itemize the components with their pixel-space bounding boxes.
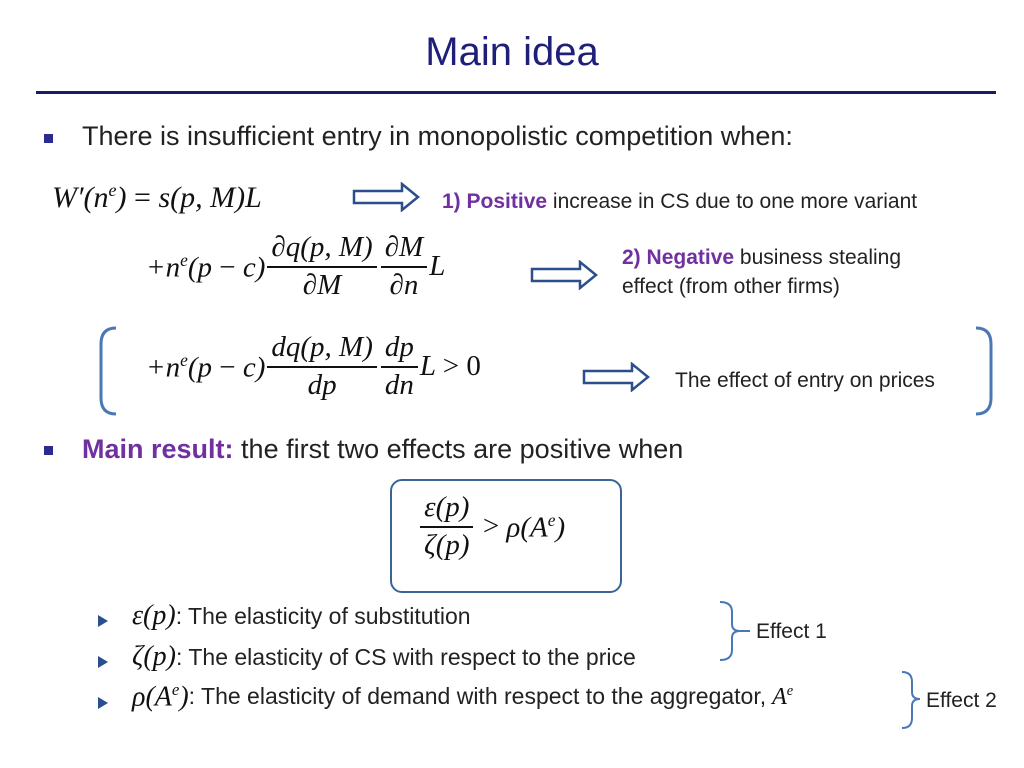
- epsilon-description: : The elasticity of substitution: [175, 602, 471, 629]
- effect1-number: 1): [442, 190, 461, 213]
- main-result-label: Main result:: [82, 434, 234, 464]
- main-result-text: the first two effects are positive when: [241, 434, 684, 464]
- effect1-keyword: Positive: [466, 190, 548, 213]
- triangle-bullet-icon: [98, 615, 108, 627]
- effect3-note: The effect of entry on prices: [675, 369, 935, 392]
- equation-business-stealing: +ne(p − c) ∂q(p, M)∂M ∂M∂n L: [146, 231, 446, 301]
- curly-brace-effect1-icon: [719, 601, 750, 661]
- triangle-bullet-icon: [98, 697, 108, 709]
- slide-title: Main idea: [425, 30, 599, 74]
- curly-brace-effect2-icon: [901, 671, 921, 729]
- effect1-description: increase in CS due to one more variant: [552, 190, 918, 213]
- effect2-number: 2): [622, 246, 641, 269]
- double-arrow-icon: [530, 260, 598, 290]
- effect2-note: 2) Negative business stealing effect (fr…: [622, 243, 901, 302]
- effect2-description-line1: business stealing: [739, 246, 902, 269]
- effect2-keyword: Negative: [646, 246, 735, 269]
- condition-box: [390, 479, 622, 593]
- square-bullet-icon: [44, 134, 53, 143]
- triangle-bullet-icon: [98, 656, 108, 668]
- list-item-zeta: ζ(p) : The elasticity of CS with respect…: [132, 641, 636, 672]
- square-bullet-icon: [44, 446, 53, 455]
- bullet-insufficient-entry: There is insufficient entry in monopolis…: [82, 121, 793, 151]
- list-item-rho: ρ(Ae) : The elasticity of demand with re…: [132, 680, 794, 713]
- effect2-description-line2: effect (from other firms): [622, 275, 840, 299]
- rho-description: : The elasticity of demand with respect …: [188, 683, 767, 710]
- equation-main-condition: ε(p)ζ(p) > ρ(Ae): [418, 491, 565, 562]
- title-divider: [36, 91, 996, 94]
- effect2-group-label: Effect 2: [926, 689, 997, 712]
- left-bracket-icon: [99, 326, 117, 416]
- double-arrow-icon: [352, 182, 420, 212]
- effect1-group-label: Effect 1: [756, 620, 827, 643]
- effect1-note: 1) Positive increase in CS due to one mo…: [442, 187, 917, 216]
- double-arrow-icon: [582, 362, 650, 392]
- equation-welfare-derivative: W′(ne) = s(p, M)L: [52, 180, 262, 214]
- list-item-epsilon: ε(p) : The elasticity of substitution: [132, 600, 471, 631]
- right-bracket-icon: [975, 326, 993, 416]
- zeta-description: : The elasticity of CS with respect to t…: [175, 643, 636, 670]
- bullet-main-result: Main result: the first two effects are p…: [82, 434, 683, 465]
